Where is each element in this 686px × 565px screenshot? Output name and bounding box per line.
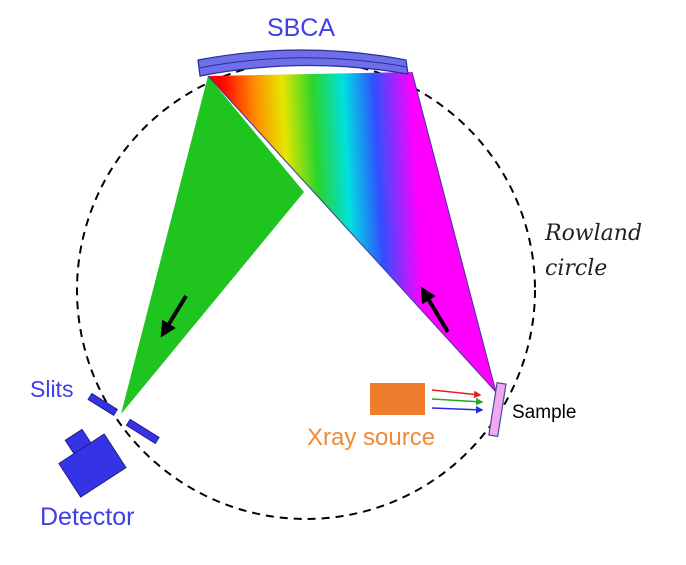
rowland-label-line2: circle — [545, 256, 607, 281]
sample-label: Sample — [512, 402, 576, 423]
detector-label: Detector — [40, 503, 134, 531]
slit-upper — [87, 392, 118, 417]
slit-lower — [125, 418, 160, 445]
rainbow-beam-edge — [207, 71, 497, 393]
sbca-crystal — [197, 49, 409, 77]
sbca-label: SBCA — [267, 14, 335, 42]
xray-source-label: Xray source — [307, 424, 435, 451]
xray-ray-red — [431, 389, 482, 399]
slits-label: Slits — [30, 376, 73, 402]
sample — [488, 382, 507, 438]
xray-ray-green — [431, 397, 484, 406]
rainbow-beam — [208, 72, 496, 392]
xray-source — [370, 383, 425, 415]
arrow-icon — [160, 294, 188, 338]
rowland-label-line1: Rowland — [544, 221, 642, 246]
xray-ray-blue — [431, 406, 484, 414]
arrow-icon — [420, 286, 450, 334]
detector-icon — [58, 428, 127, 498]
sbca-crystal-line — [198, 57, 408, 69]
